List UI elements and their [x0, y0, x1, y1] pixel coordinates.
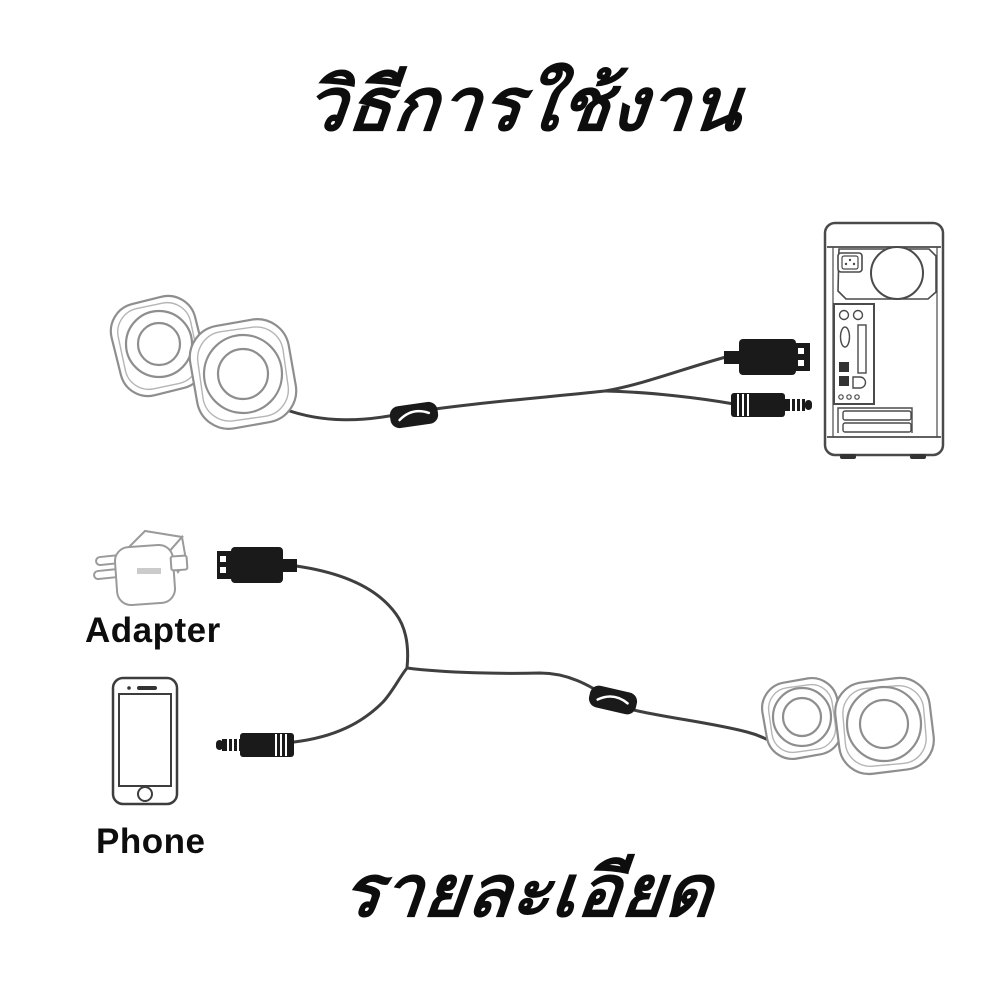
top-cable: [282, 355, 736, 422]
top-inline-switch-icon: [389, 401, 439, 429]
adapter-label: Adapter: [85, 611, 221, 650]
bottom-speakers-icon: [760, 676, 935, 776]
phone-label: Phone: [96, 822, 206, 861]
power-socket-icon: [837, 252, 863, 273]
smartphone-icon: [111, 676, 179, 806]
usb-port-icon: [839, 376, 849, 386]
top-usb-plug-icon: [724, 339, 810, 375]
bottom-usb-plug-icon: [217, 547, 297, 583]
pc-tower-rear-icon: [823, 221, 945, 459]
io-panel: [833, 303, 875, 405]
audio-port-icon: [838, 394, 844, 400]
top-audio-jack-icon: [731, 393, 812, 417]
power-adapter-icon: [93, 529, 189, 607]
bottom-cable: [292, 564, 768, 744]
top-speaker-right: [188, 318, 298, 430]
section-title-details: รายละเอียด: [338, 852, 718, 932]
bottom-audio-jack-icon: [216, 733, 294, 757]
fan-icon: [870, 246, 924, 300]
top-speakers-icon: [109, 294, 298, 430]
bottom-speaker-right: [834, 676, 935, 776]
usb-port-icon: [839, 362, 849, 372]
display-port-icon: [852, 376, 867, 389]
bottom-inline-switch-icon: [588, 685, 638, 715]
expansion-slots: [837, 407, 913, 433]
bottom-speaker-left: [760, 676, 844, 760]
audio-port-icon: [846, 394, 852, 400]
audio-port-icon: [854, 394, 860, 400]
